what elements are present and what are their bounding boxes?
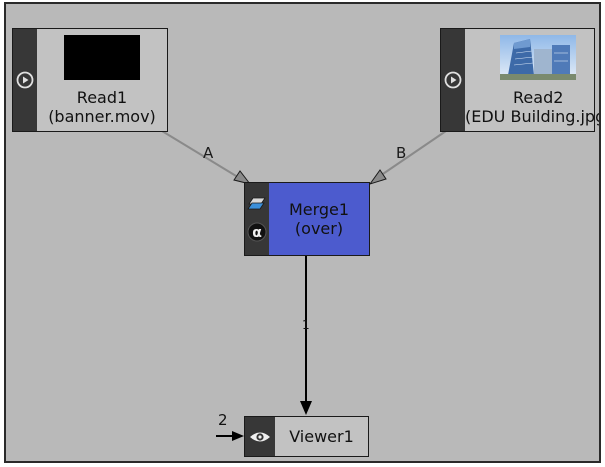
read2-thumbnail [500,34,577,80]
read2-body: Read2 (EDU Building.jpg) [465,29,601,131]
merge1-subtitle: (over) [294,219,344,238]
read1-node[interactable]: Read1 (banner.mov) [12,28,168,132]
layers-icon [247,197,266,210]
alpha-glyph: α [252,225,262,241]
arrowhead-b [368,169,387,185]
edge-b-label: B [396,144,407,162]
merge1-title: Merge1 [288,200,350,219]
edge-a[interactable] [161,130,247,183]
read2-strip [441,29,465,131]
pipe-input-label: 1 [302,318,310,332]
read2-node[interactable]: Read2 (EDU Building.jpg) [440,28,599,132]
play-circle-icon[interactable] [444,71,462,89]
merge1-body: Merge1 (over) [269,183,369,255]
viewer-input-2-label: 2 [218,411,228,429]
arrowhead-viewer [300,401,312,415]
connections-layer [161,130,447,441]
merge1-strip: α [245,183,269,255]
edge-a-label: A [203,144,214,162]
read1-title: Read1 [76,87,128,107]
node-graph-canvas[interactable]: A B 1 2 Read1 (banner.mov) [4,2,601,463]
play-circle-icon[interactable] [16,71,34,89]
arrowhead-a [233,170,252,185]
read1-body: Read1 (banner.mov) [37,29,167,131]
read1-strip [13,29,37,131]
eye-icon[interactable] [249,430,271,444]
alpha-icon: α [247,222,267,242]
viewer-input-2-arrowhead [232,431,244,441]
merge1-node[interactable]: α Merge1 (over) [244,182,370,256]
read1-thumbnail [64,34,140,80]
read2-title: Read2 [513,87,564,107]
viewer1-strip [245,417,275,456]
viewer1-body: Viewer1 [275,417,368,456]
read1-subtitle: (banner.mov) [48,106,156,126]
viewer1-title: Viewer1 [289,427,354,446]
edge-b[interactable] [373,130,447,181]
read2-subtitle: (EDU Building.jpg) [465,106,601,126]
viewer1-node[interactable]: Viewer1 [244,416,369,457]
